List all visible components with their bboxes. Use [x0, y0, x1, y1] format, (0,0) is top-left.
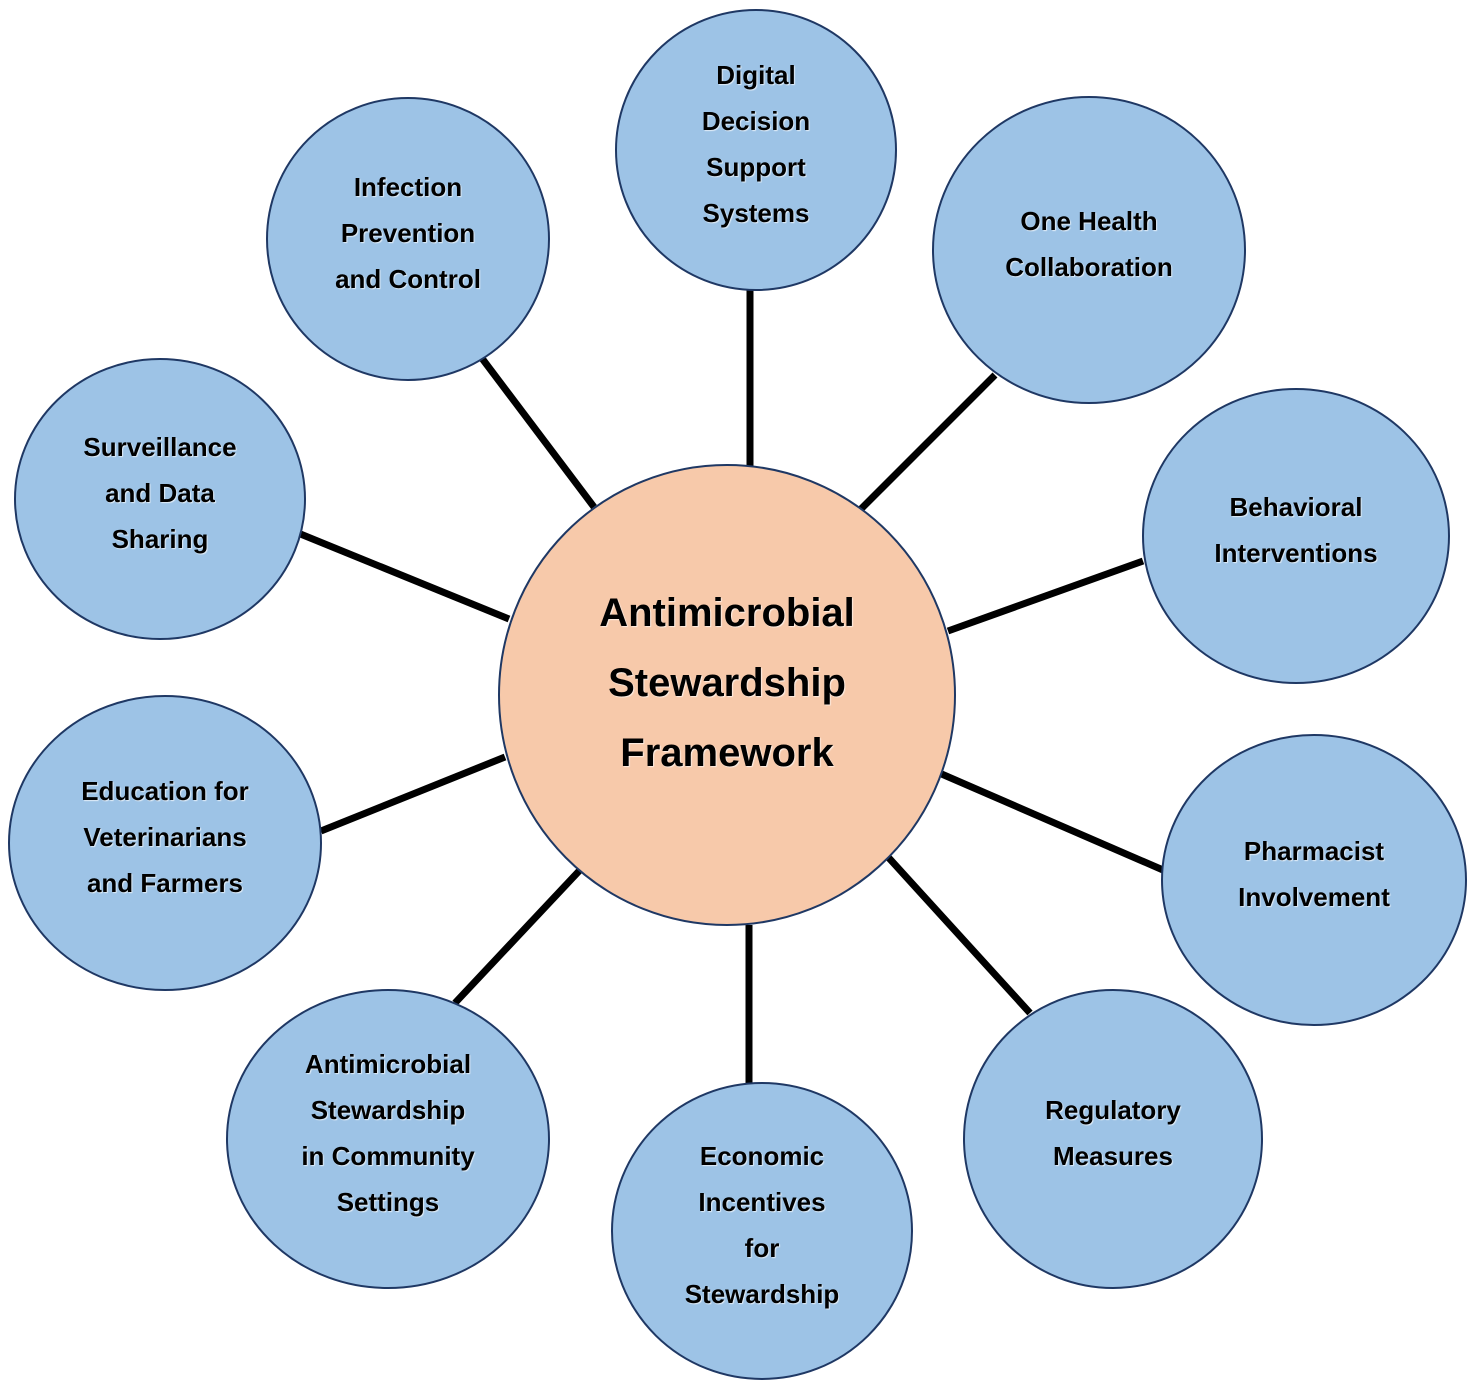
node-circle-digital-decision-support [615, 9, 897, 291]
node-circle-community-settings [226, 989, 550, 1289]
node-circle-education-vets-farmers [8, 695, 322, 991]
connector-infection-prevention [478, 354, 597, 510]
center-circle [498, 464, 956, 926]
connector-behavioral-interventions [946, 557, 1145, 635]
connector-education-vets-farmers [319, 753, 507, 835]
node-circle-one-health-collaboration [932, 96, 1246, 404]
node-circle-regulatory-measures [963, 989, 1263, 1289]
node-circle-infection-prevention [266, 97, 550, 381]
node-circle-surveillance-data-sharing [14, 358, 306, 640]
connector-one-health-collaboration [857, 372, 998, 513]
connector-surveillance-data-sharing [296, 529, 511, 623]
connectors [296, 290, 1165, 1083]
node-circle-behavioral-interventions [1142, 388, 1450, 684]
connector-pharmacist-involvement [935, 768, 1165, 874]
circles [8, 9, 1467, 1380]
node-circle-pharmacist-involvement [1161, 734, 1467, 1026]
connector-community-settings [452, 867, 583, 1006]
node-circle-economic-incentives [611, 1082, 913, 1380]
connector-regulatory-measures [885, 854, 1033, 1016]
